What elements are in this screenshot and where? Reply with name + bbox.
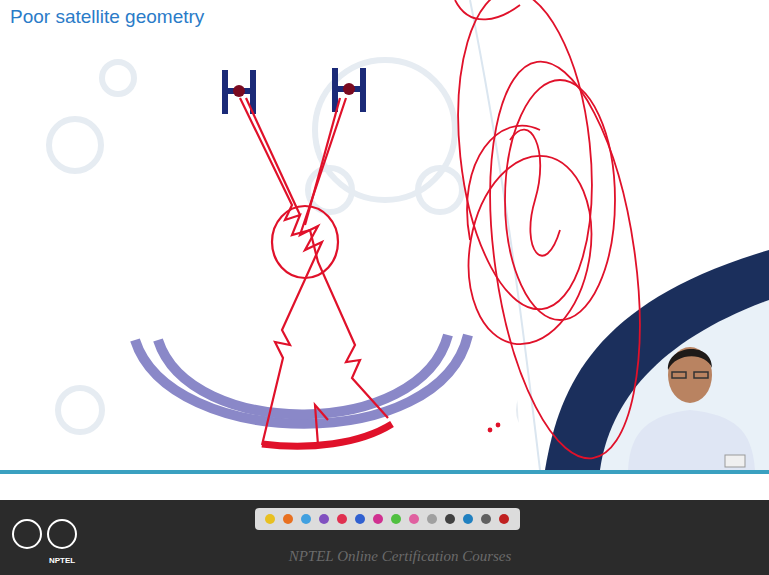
- pen-toolbar: [255, 508, 520, 530]
- earth-band: [135, 335, 468, 424]
- navy-wave: [545, 250, 769, 470]
- logo-caption: NPTEL: [49, 556, 75, 565]
- earth-band: [158, 335, 448, 414]
- iit-logo: [13, 520, 41, 548]
- presenter-panel: [600, 300, 769, 470]
- toolbar-icons: [265, 514, 509, 524]
- background-band: [445, 0, 769, 470]
- nptel-logo: [48, 520, 76, 548]
- presenter: [628, 347, 755, 470]
- signal-lines: [240, 98, 388, 445]
- toolbar-bar: [0, 500, 769, 575]
- background-curve: [470, 0, 540, 470]
- position-error-zone: [262, 424, 392, 446]
- divider-line: [0, 470, 769, 474]
- footer: [0, 474, 769, 575]
- annotation-scribbles: [444, 0, 663, 468]
- slide-title: Poor satellite geometry: [10, 6, 204, 28]
- course-banner: NPTEL Online Certification Courses: [289, 548, 512, 565]
